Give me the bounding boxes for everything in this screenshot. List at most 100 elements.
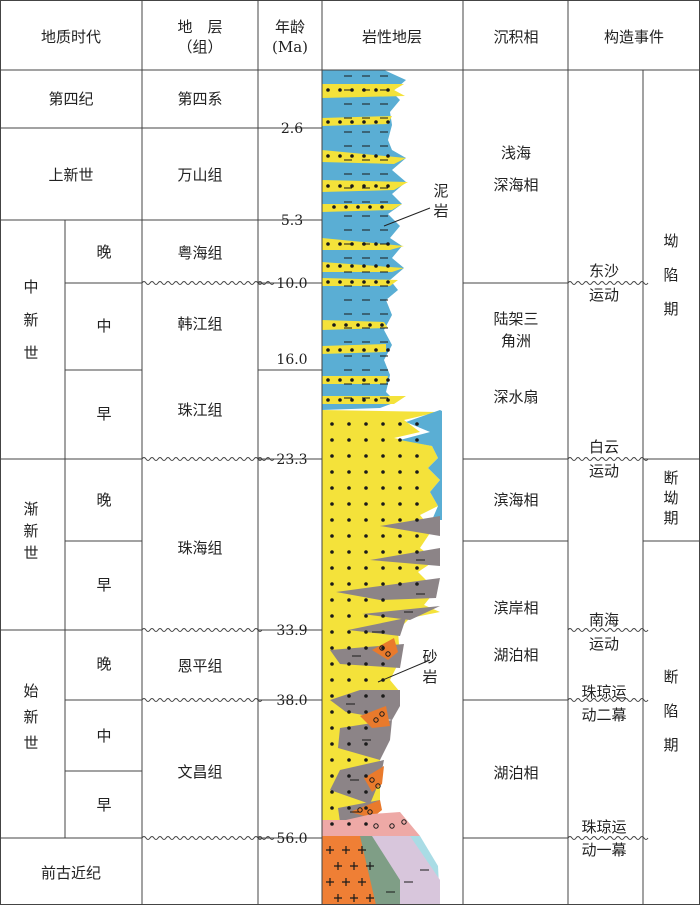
pointer-lines: [377, 207, 431, 683]
age-label: 38.0: [276, 693, 307, 709]
age-label: 23.3: [276, 452, 307, 468]
unconformity-wave: [141, 698, 263, 702]
sand-dot: [381, 566, 385, 570]
sand-dot: [364, 518, 368, 522]
sand-dot: [326, 398, 330, 402]
stage-depression-3: 期: [663, 300, 678, 318]
label-mudstone-2: 岩: [433, 202, 448, 220]
sand-dot: [347, 534, 351, 538]
event-baiyun-1: 白云: [589, 438, 619, 456]
sand-dot: [326, 242, 330, 246]
event-dongsha-1: 东沙: [589, 262, 619, 280]
facies-shallow-2: 深海相: [493, 176, 538, 194]
granite-plus: [326, 878, 334, 886]
lithology-column: [322, 70, 442, 905]
sand-dot: [338, 280, 342, 284]
sand-dot: [380, 323, 384, 327]
sand-dot: [381, 598, 385, 602]
sand-dot: [364, 726, 368, 730]
event-zq1-1: 珠琼运: [581, 818, 626, 836]
sand-dot: [347, 582, 351, 586]
sand-dot: [347, 774, 351, 778]
header-tectonic: 构造事件: [604, 28, 664, 46]
granite-plus: [350, 862, 358, 870]
sand-dot: [374, 280, 378, 284]
formation-column: 第四系 万山组 粤海组 韩江组 珠江组 珠海组 恩平组 文昌组: [177, 90, 222, 781]
sand-dot: [344, 205, 348, 209]
sand-dot: [326, 264, 330, 268]
sand-dot: [330, 742, 334, 746]
sand-dot: [386, 264, 390, 268]
sand-dot: [374, 120, 378, 124]
sand-dot: [330, 710, 334, 714]
gravel-circle: [375, 783, 381, 789]
sand-dot: [374, 184, 378, 188]
age-label: 2.6: [281, 121, 303, 137]
sand-dot: [330, 662, 334, 666]
period-oligocene-1: 渐: [23, 500, 38, 518]
sand-dot: [381, 550, 385, 554]
sand-dot: [415, 502, 419, 506]
sand-dot: [398, 502, 402, 506]
sand-dot: [415, 582, 419, 586]
sand-dot: [362, 378, 366, 382]
sand-dot: [350, 154, 354, 158]
period-eocene-1: 始: [23, 682, 38, 700]
unconformity-wave: [257, 281, 275, 285]
header-lithology: 岩性地层: [362, 28, 422, 46]
sand-dot: [330, 598, 334, 602]
sand-dot: [330, 438, 334, 442]
sand-dot: [350, 184, 354, 188]
period-eocene-2: 新: [23, 708, 38, 726]
sand-dot: [347, 806, 351, 810]
sand-dot: [380, 205, 384, 209]
event-zq1-2: 动一幕: [581, 841, 626, 859]
sand-dot: [364, 742, 368, 746]
formation-zhuhai: 珠海组: [177, 539, 222, 557]
sand-dot: [347, 678, 351, 682]
sand-dot: [364, 758, 368, 762]
sand-dot: [386, 280, 390, 284]
sand-dot: [362, 398, 366, 402]
unconformity-wave: [257, 457, 275, 461]
sand-dot: [415, 438, 419, 442]
age-label: 33.9: [276, 623, 307, 639]
gravel-circle: [369, 777, 375, 783]
sand-dot: [364, 470, 368, 474]
mudstone-tongue: [400, 410, 442, 520]
sand-dot: [374, 264, 378, 268]
sand-dot: [338, 88, 342, 92]
sand-dot: [347, 662, 351, 666]
sand-dot: [326, 154, 330, 158]
sand-dot: [330, 678, 334, 682]
sand-dot: [330, 502, 334, 506]
period-miocene-3: 世: [23, 344, 38, 362]
sand-dot: [347, 614, 351, 618]
formation-zhujiang: 珠江组: [177, 401, 222, 419]
sand-dot: [362, 264, 366, 268]
unconformity-wave: [567, 628, 649, 632]
sand-dot: [350, 348, 354, 352]
stage-rift-1: 断: [663, 668, 678, 686]
sand-dot: [398, 438, 402, 442]
sand-dot: [374, 398, 378, 402]
sand-dot: [332, 323, 336, 327]
gravel-circle: [367, 809, 373, 815]
stage-fault-depression-3: 期: [663, 509, 678, 527]
sand-dot: [347, 486, 351, 490]
sub-eocene-early: 早: [96, 796, 111, 814]
era-column: 第四纪 上新世 中 新 世 渐 新 世 始 新 世 前古近纪 晚 中 早 晚 早…: [23, 90, 111, 882]
sub-eocene-late: 晚: [96, 655, 111, 673]
formation-wenchang: 文昌组: [177, 763, 222, 781]
sand-dot: [338, 242, 342, 246]
sand-dot: [374, 378, 378, 382]
formation-hanjiang: 韩江组: [177, 315, 222, 333]
sand-dot: [386, 398, 390, 402]
sand-dot: [368, 205, 372, 209]
sand-dot: [364, 422, 368, 426]
period-eocene-3: 世: [23, 734, 38, 752]
sand-dot: [398, 566, 402, 570]
sand-dot: [364, 582, 368, 586]
facies-column: 浅海 深海相 陆架三 角洲 深水扇 滨海相 滨岸相 湖泊相 湖泊相: [493, 144, 538, 782]
